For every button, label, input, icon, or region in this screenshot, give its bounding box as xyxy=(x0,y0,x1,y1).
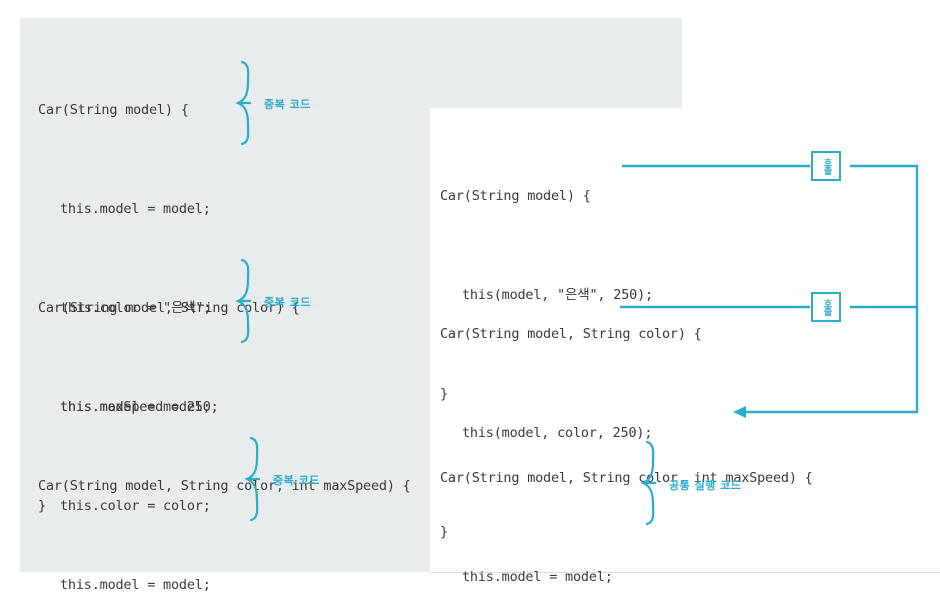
code-body-line: this.model = model; xyxy=(60,399,211,415)
code-body-line: this.model = model; xyxy=(60,201,211,217)
code-close-brace: } xyxy=(440,386,448,402)
code-close-brace: } xyxy=(38,498,46,514)
code-signature: Car(String model, String color) { xyxy=(38,300,300,316)
code-signature: Car(String model, String color, int maxS… xyxy=(440,470,813,486)
code-body-line: this.maxSpeed = 250; xyxy=(60,399,219,415)
after-constructor-3: Car(String model, String color, int maxS… xyxy=(440,396,813,593)
after-annotation-common: 공통 실행 코드 xyxy=(669,479,742,492)
before-annotation-2: 중복 코드 xyxy=(264,296,311,309)
code-close-brace: } xyxy=(440,524,448,540)
code-body-line: this.color = color; xyxy=(60,498,211,514)
code-signature: Car(String model, String color) { xyxy=(440,326,702,342)
before-constructor-3: Car(String model, String color, int maxS… xyxy=(38,404,411,593)
call-box-1[interactable]: 호출 xyxy=(811,151,841,181)
after-constructor-1: Car(String model) { this(model, "은색", 25… xyxy=(440,114,653,477)
code-body-line: this.model = model; xyxy=(60,577,211,593)
call-box-2[interactable]: 호출 xyxy=(811,292,841,322)
before-annotation-1: 중복 코드 xyxy=(264,98,311,111)
code-body-line: this.color = "은색"; xyxy=(60,300,212,316)
after-constructor-2: Car(String model, String color) { this(m… xyxy=(440,252,702,593)
call-box-label: 호출 xyxy=(821,158,832,174)
code-signature: Car(String model, String color, int maxS… xyxy=(38,478,411,494)
code-body-line: this.model = model; xyxy=(462,569,613,585)
code-body-line: this(model, "은색", 250); xyxy=(462,287,653,303)
before-annotation-3: 중복 코드 xyxy=(273,474,320,487)
code-signature: Car(String model) { xyxy=(38,102,189,118)
code-body-line: this(model, color, 250); xyxy=(462,425,653,441)
call-box-label: 호출 xyxy=(821,299,832,315)
before-constructor-1: Car(String model) { this.model = model; … xyxy=(38,28,219,589)
code-signature: Car(String model) { xyxy=(440,188,591,204)
